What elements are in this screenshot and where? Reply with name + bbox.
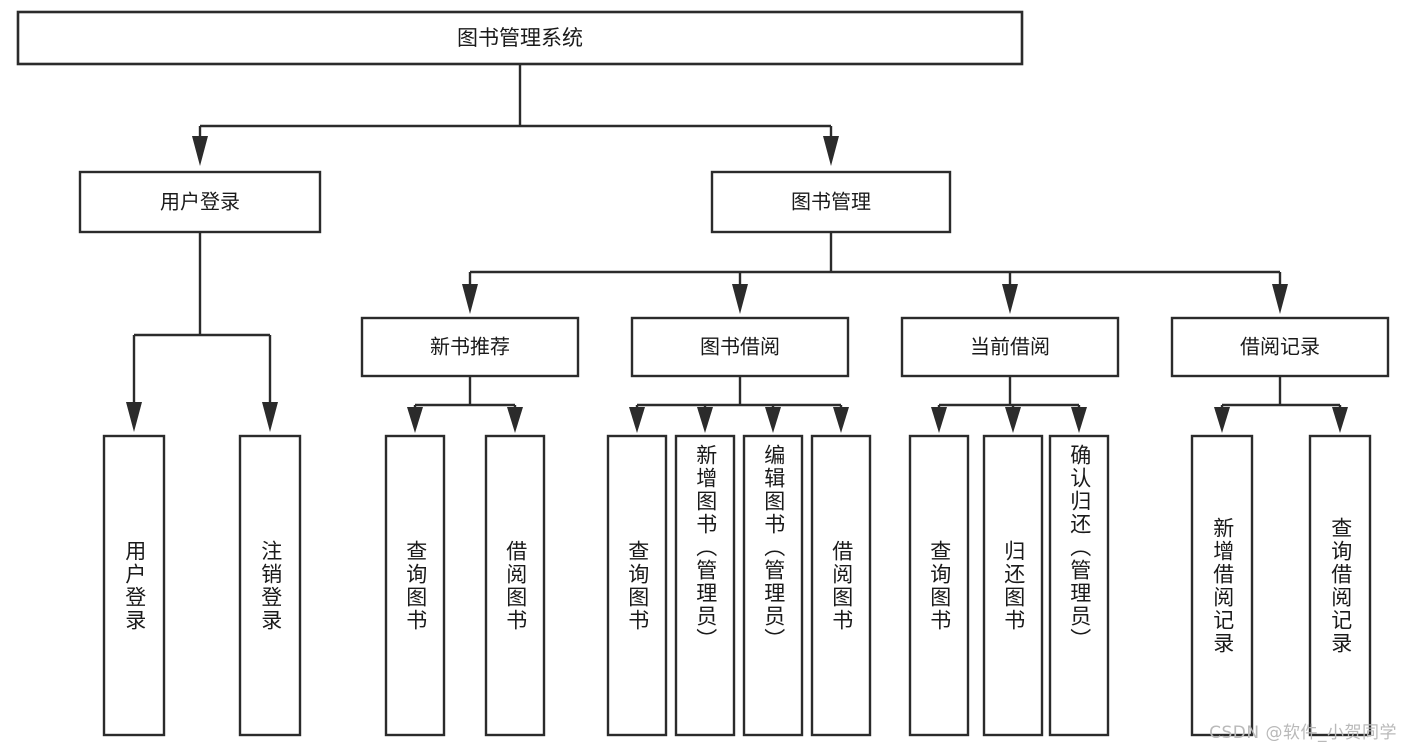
leaf-box-query-book-2[interactable]	[606, 434, 668, 737]
node-root-box[interactable]	[16, 10, 1024, 66]
arrow-head-leaf-edit-book	[765, 407, 781, 433]
connector-group-borrow-record	[1214, 376, 1348, 433]
arrow-head-book-borrow	[732, 284, 748, 314]
arrow-head-leaf-query-book-1	[407, 407, 423, 433]
leaf-box-edit-book[interactable]	[742, 434, 804, 737]
leaf-box-query-book-1[interactable]	[384, 434, 446, 737]
leaf-box-borrow-book-1[interactable]	[484, 434, 546, 737]
node-borrow-record[interactable]: 借阅记录	[1170, 316, 1390, 378]
arrow-head-leaf-return-book	[1005, 407, 1021, 433]
arrow-head-borrow-record	[1272, 284, 1288, 314]
leaf-box-query-record[interactable]	[1308, 434, 1372, 737]
node-user-login-box[interactable]	[78, 170, 322, 234]
arrow-head-leaf-borrow-book-2	[833, 407, 849, 433]
leaf-box-user-login[interactable]	[102, 434, 166, 737]
leaf-box-add-book[interactable]	[674, 434, 736, 737]
arrow-head-new-book-recommend	[462, 284, 478, 314]
leaf-box-query-book-3[interactable]	[908, 434, 970, 737]
node-book-manage-box[interactable]	[710, 170, 952, 234]
node-current-borrow[interactable]: 当前借阅	[900, 316, 1120, 378]
connector-group-user-login	[126, 232, 278, 432]
node-root[interactable]: 图书管理系统	[16, 10, 1024, 66]
connector-group-book-manage	[462, 232, 1288, 314]
node-borrow-record-label: 借阅记录	[1240, 335, 1320, 359]
node-root-label: 图书管理系统	[457, 26, 583, 50]
node-book-manage[interactable]: 图书管理	[710, 170, 952, 234]
arrow-head-leaf-borrow-book-1	[507, 407, 523, 433]
leaf-box-return-book[interactable]	[982, 434, 1044, 737]
connector-group-root	[192, 64, 839, 166]
node-new-book-recommend-label: 新书推荐	[430, 335, 510, 359]
connector-group-current-borrow	[931, 376, 1087, 433]
node-new-book-recommend-box[interactable]	[360, 316, 580, 378]
node-current-borrow-label: 当前借阅	[970, 335, 1050, 359]
leaf-box-add-record[interactable]	[1190, 434, 1254, 737]
leaf-box-borrow-book-2[interactable]	[810, 434, 872, 737]
arrow-head-leaf-confirm-return	[1071, 407, 1087, 433]
node-user-login-label: 用户登录	[160, 190, 240, 214]
node-new-book-recommend[interactable]: 新书推荐	[360, 316, 580, 378]
arrow-head-leaf-query-book-3	[931, 407, 947, 433]
arrow-head-leaf-query-record	[1332, 407, 1348, 433]
node-book-borrow[interactable]: 图书借阅	[630, 316, 850, 378]
arrow-head-user-login	[192, 136, 208, 166]
node-book-borrow-label: 图书借阅	[700, 335, 780, 359]
arrow-head-leaf-query-book-2	[629, 407, 645, 433]
arrow-head-book-manage	[823, 136, 839, 166]
node-user-login[interactable]: 用户登录	[78, 170, 322, 234]
node-book-borrow-box[interactable]	[630, 316, 850, 378]
arrow-head-leaf-add-book	[697, 407, 713, 433]
leaf-box-confirm-return[interactable]	[1048, 434, 1110, 737]
watermark-text: CSDN @软件_小贺同学	[1209, 723, 1397, 743]
arrow-head-leaf-logout	[262, 402, 278, 432]
arrow-head-current-borrow	[1002, 284, 1018, 314]
node-borrow-record-box[interactable]	[1170, 316, 1390, 378]
node-book-manage-label: 图书管理	[791, 190, 871, 214]
arrow-head-leaf-add-record	[1214, 407, 1230, 433]
connector-group-book-borrow	[629, 376, 849, 433]
leaf-boxes	[102, 434, 1372, 737]
node-current-borrow-box[interactable]	[900, 316, 1120, 378]
arrow-head-leaf-user-login	[126, 402, 142, 432]
leaf-box-logout[interactable]	[238, 434, 302, 737]
connector-group-new-book-recommend	[407, 376, 523, 433]
